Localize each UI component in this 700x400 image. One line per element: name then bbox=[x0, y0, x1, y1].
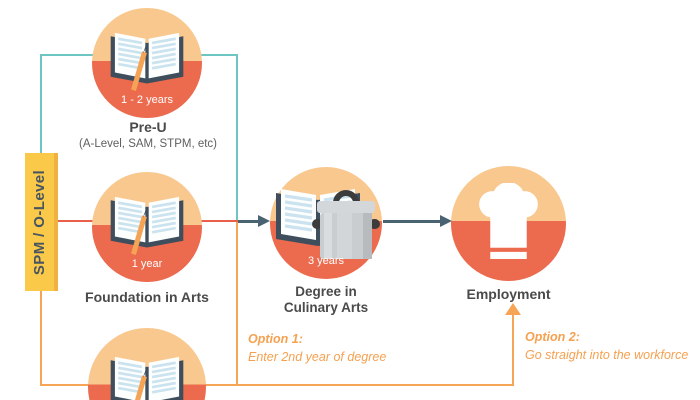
entry-level-box: SPM / O-Level bbox=[25, 153, 58, 291]
duration-badge: 1 year bbox=[131, 258, 163, 270]
node-subtitle: (A-Level, SAM, STPM, etc) bbox=[78, 137, 218, 150]
pencil-icon bbox=[131, 44, 147, 91]
node-label-pre-u: Pre-U (A-Level, SAM, STPM, etc) bbox=[67, 119, 229, 150]
option2-path-line bbox=[512, 314, 514, 385]
option-path-line bbox=[40, 384, 514, 386]
arrow-up-icon bbox=[505, 303, 521, 315]
option-2-description: Go straight into the workforce bbox=[525, 347, 689, 362]
employment-arrow-line bbox=[383, 220, 441, 223]
option-1-description: Enter 2nd year of degree bbox=[248, 349, 387, 364]
node-circle-degree: 3 years bbox=[270, 167, 382, 279]
entry-level-label: SPM / O-Level bbox=[31, 169, 49, 275]
pencil-icon bbox=[134, 368, 147, 400]
preu-path-line bbox=[236, 54, 238, 222]
node-label-employment: Employment bbox=[450, 286, 567, 303]
node-title: Culinary Arts bbox=[283, 300, 369, 316]
duration-badge: 1 - 2 years bbox=[121, 94, 173, 106]
node-label-foundation: Foundation in Arts bbox=[67, 289, 227, 306]
preu-path-line bbox=[40, 54, 42, 154]
chef-hat-icon bbox=[476, 181, 541, 266]
node-circle-partial bbox=[88, 328, 206, 400]
node-title: Employment bbox=[466, 286, 551, 302]
node-label-degree: Degree in Culinary Arts bbox=[266, 284, 386, 316]
open-book-icon bbox=[109, 350, 185, 400]
option-path-line bbox=[40, 291, 42, 385]
option-2-annotation: Option 2: Go straight into the workforce bbox=[525, 329, 688, 364]
degree-arrow-line bbox=[238, 220, 260, 223]
node-circle-foundation: 1 year bbox=[92, 172, 202, 282]
option-1-label: Option 1: bbox=[248, 332, 303, 346]
open-book-icon bbox=[109, 190, 185, 261]
node-title: Degree in bbox=[295, 284, 357, 299]
node-circle-pre-u: 1 - 2 years bbox=[92, 8, 202, 118]
cooking-pot-icon bbox=[312, 190, 380, 259]
option-2-label: Option 2: bbox=[525, 330, 580, 344]
option1-path-line bbox=[236, 222, 238, 385]
node-title: Foundation in Arts bbox=[85, 289, 209, 305]
pencil-icon bbox=[131, 208, 147, 255]
book-and-cooking-pot-icon bbox=[274, 183, 380, 266]
arrow-right-icon bbox=[440, 215, 452, 227]
option-1-annotation: Option 1: Enter 2nd year of degree bbox=[248, 331, 386, 366]
arrow-right-icon bbox=[258, 215, 270, 227]
open-book-icon bbox=[109, 26, 185, 97]
node-circle-employment bbox=[451, 166, 566, 281]
duration-badge: 3 years bbox=[307, 255, 345, 267]
node-title: Pre-U bbox=[129, 119, 167, 135]
